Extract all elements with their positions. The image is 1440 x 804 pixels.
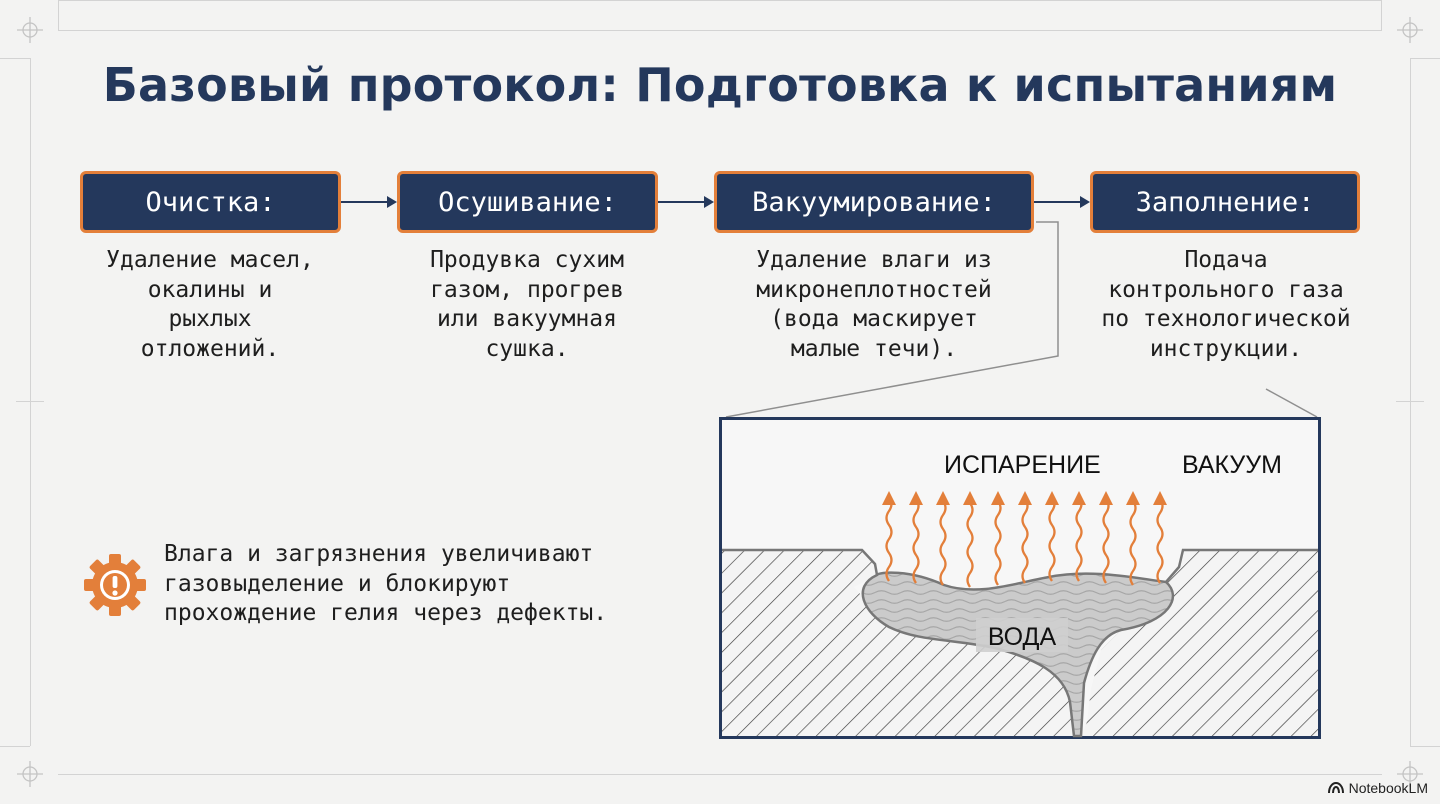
crosshair-icon (1397, 761, 1423, 787)
flow-arrow-icon (1034, 196, 1090, 208)
flow-arrow-icon (658, 196, 714, 208)
step-cleaning-description: Удаление масел, окалины и рыхлых отложен… (106, 247, 314, 362)
flow-arrow-icon (341, 196, 397, 208)
step-evacuation-box: Вакуумирование: (714, 171, 1034, 233)
warning-text: Влага и загрязнения увеличивают газовыде… (164, 541, 608, 626)
evaporation-label: ИСПАРЕНИЕ (944, 451, 1101, 479)
step-filling-box: Заполнение: (1090, 171, 1360, 233)
crosshair-icon (17, 761, 43, 787)
frame-right-vertical (1410, 58, 1411, 746)
frame-right-rail (1410, 58, 1440, 59)
water-pocket (861, 571, 1175, 738)
brand-label: NotebookLM (1348, 780, 1428, 796)
frame-right-mid-tick (1396, 401, 1424, 402)
step-cleaning-box: Очистка: (80, 171, 341, 233)
step-drying-description: Продувка сухим газом, прогрев или вакуум… (430, 247, 624, 362)
step-drying-label: Осушивание: (438, 186, 617, 218)
vacuum-label: ВАКУУМ (1182, 451, 1282, 479)
water-label: ВОДА (988, 623, 1057, 651)
material-right-hatch (1081, 550, 1318, 736)
step-evacuation-label: Вакуумирование: (752, 186, 996, 218)
notebooklm-brand: NotebookLM (1327, 780, 1428, 796)
frame-top-line-2 (58, 30, 1382, 31)
evaporation-arrows (882, 491, 1167, 505)
frame-left-rail-2 (0, 746, 30, 747)
step-evacuation-description: Удаление влаги из микронеплотностей (вод… (756, 247, 992, 362)
frame-top-line (58, 0, 1382, 1)
step-drying-box: Осушивание: (397, 171, 658, 233)
frame-left-vertical (30, 58, 31, 746)
frame-left-mid-tick (16, 401, 44, 402)
frame-right-rail-2 (1410, 746, 1440, 747)
warning-gear-icon (84, 554, 146, 616)
crosshair-icon (1397, 17, 1423, 43)
frame-right-line (1381, 0, 1382, 30)
step-filling-description: Подача контрольного газа по технологичес… (1101, 247, 1351, 362)
evacuation-detail-diagram: ВОДА ИСПАРЕНИЕ ВАКУУМ (719, 417, 1321, 739)
step-filling-label: Заполнение: (1135, 186, 1315, 218)
crosshair-icon (17, 17, 43, 43)
frame-bottom-line (58, 774, 1382, 775)
step-cleaning-label: Очистка: (145, 186, 276, 218)
notebooklm-logo-icon (1327, 782, 1344, 794)
page-title: Базовый протокол: Подготовка к испытания… (102, 58, 1338, 112)
frame-left-rail (0, 58, 30, 59)
frame-left-line (58, 0, 59, 30)
material-left-hatch (722, 550, 1081, 736)
